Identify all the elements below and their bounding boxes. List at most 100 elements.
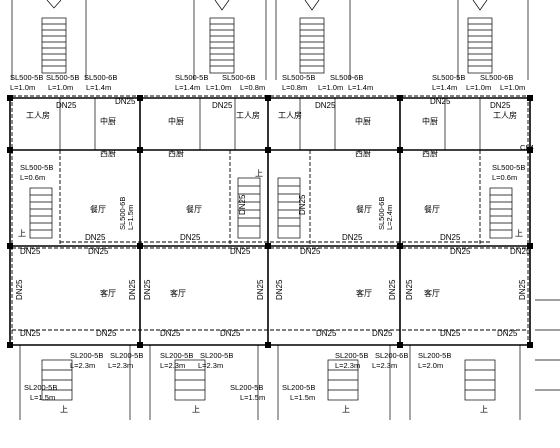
valve-label: SL200-5B bbox=[24, 383, 57, 392]
pipe-dn-label: DN25 bbox=[220, 329, 241, 338]
length-label: L=2.3m bbox=[70, 361, 95, 370]
pipe-dn-label: DN25 bbox=[115, 97, 136, 106]
pipe-labels: DN25 DN25 DN25 DN25 DN25 DN25 DN25 DN25 … bbox=[20, 97, 531, 338]
pipe-dn-label: DN25 bbox=[143, 279, 152, 300]
pipe-dn-label: DN25 bbox=[15, 279, 24, 300]
length-label: L=0.6m bbox=[492, 173, 517, 182]
stair-up: 上 bbox=[342, 405, 350, 414]
room-living: 客厅 bbox=[424, 288, 440, 298]
room-kitchen: 中厨 bbox=[355, 116, 371, 126]
stair-up: 上 bbox=[192, 405, 200, 414]
pipe-dn-label: DN25 bbox=[405, 279, 414, 300]
room-dining: 餐厅 bbox=[90, 205, 106, 214]
stair-up: 上 bbox=[60, 405, 68, 414]
top-stairs bbox=[11, 0, 529, 80]
valve-label: SL500-5B bbox=[10, 73, 43, 82]
length-label: L=2.3m bbox=[160, 361, 185, 370]
valve-label: SL200-5B bbox=[110, 351, 143, 360]
pipe-dn-label: DN25 bbox=[180, 233, 201, 242]
valve-label: SL200-5B bbox=[200, 351, 233, 360]
length-label: L=1.5m bbox=[30, 393, 55, 402]
length-label: L=1.4m bbox=[348, 83, 373, 92]
room-worker: 工人房 bbox=[236, 110, 260, 120]
pipe-dn-label: DN25 bbox=[490, 101, 511, 110]
pipe-dn-label: DN25 bbox=[300, 247, 321, 256]
length-label: L=0.8m bbox=[240, 83, 265, 92]
room-west-kitchen: 西厨 bbox=[422, 149, 438, 158]
length-label: L=1.0m bbox=[10, 83, 35, 92]
pipe-dn-label: DN25 bbox=[96, 329, 117, 338]
valve-label: SL500-6B bbox=[330, 73, 363, 82]
pipe-dn-label: DN25 bbox=[388, 279, 397, 300]
valve-label: SL500-6B bbox=[84, 73, 117, 82]
valve-label: SL200-5B bbox=[335, 351, 368, 360]
length-label: L=1.0m bbox=[318, 83, 343, 92]
valve-label: SL500-5B bbox=[46, 73, 79, 82]
right-grid-ticks bbox=[535, 299, 560, 391]
length-label: L=2.3m bbox=[335, 361, 360, 370]
pipe-dn-label: DN25 bbox=[315, 101, 336, 110]
length-label: L=1.5m bbox=[290, 393, 315, 402]
valve-label: SL500-5B bbox=[432, 73, 465, 82]
pipe-dn-label: DN25 bbox=[128, 279, 137, 300]
length-label: L=1.0m bbox=[206, 83, 231, 92]
length-label: L=1.4m bbox=[175, 83, 200, 92]
pipe-dn-label: DN25 bbox=[56, 101, 77, 110]
room-dining: 餐厅 bbox=[424, 205, 440, 214]
length-label: L=2.0m bbox=[418, 361, 443, 370]
valve-label: SL200-5B bbox=[418, 351, 451, 360]
pipe-dn-label: DN25 bbox=[430, 97, 451, 106]
room-west-kitchen: 西厨 bbox=[168, 149, 184, 158]
length-label: L=0.8m bbox=[282, 83, 307, 92]
stair-up: 上 bbox=[255, 169, 263, 178]
middle-valve-labels: SL500-5B L=0.6m SL500-5B L=0.6m SL500-6B… bbox=[20, 143, 534, 230]
pipe-dn-label: DN25 bbox=[518, 279, 527, 300]
valve-label: SL500-5B bbox=[175, 73, 208, 82]
length-label: L=1.4m bbox=[86, 83, 111, 92]
valve-label: SL500-6B bbox=[480, 73, 513, 82]
room-west-kitchen: 西厨 bbox=[355, 149, 371, 158]
valve-label: SL200-5B bbox=[282, 383, 315, 392]
pipe-dn-label: DN25 bbox=[372, 329, 393, 338]
pipe-dn-label: DN25 bbox=[212, 101, 233, 110]
length-label: L=1.0m bbox=[48, 83, 73, 92]
interior-stairs bbox=[29, 177, 513, 401]
columns bbox=[7, 95, 533, 348]
length-label: L=1.0m bbox=[500, 83, 525, 92]
length-label: L=1.4m bbox=[432, 83, 457, 92]
pipe-dn-label: DN25 bbox=[230, 247, 251, 256]
length-label: L=1.0m bbox=[466, 83, 491, 92]
pipe-dn-label: DN25 bbox=[440, 329, 461, 338]
length-label: L=0.6m bbox=[20, 173, 45, 182]
pipe-dn-label: DN25 bbox=[20, 329, 41, 338]
stair-up: 上 bbox=[515, 229, 523, 238]
vertical-pipe-labels: DN25 DN25 DN25 DN25 DN25 DN25 DN25 DN25 … bbox=[15, 194, 527, 300]
room-dining: 餐厅 bbox=[186, 205, 202, 214]
top-valve-labels: SL500-5B SL500-5B SL500-6B L=1.0m L=1.0m… bbox=[10, 73, 525, 92]
pipe-dn-label: DN25 bbox=[316, 329, 337, 338]
room-worker: 工人房 bbox=[278, 110, 302, 120]
length-label: L=2.4m bbox=[385, 205, 394, 230]
valve-label: SL500-6B bbox=[377, 197, 386, 230]
room-worker: 工人房 bbox=[493, 110, 517, 120]
room-west-kitchen: 西厨 bbox=[100, 149, 116, 158]
pipe-dn-label: DN25 bbox=[256, 279, 265, 300]
room-kitchen: 中厨 bbox=[422, 116, 438, 126]
pipe-dn-label: DN25 bbox=[160, 329, 181, 338]
pipe-dn-label: DN25 bbox=[275, 279, 284, 300]
exterior-walls bbox=[9, 97, 531, 420]
mark-cl4: CL4 bbox=[520, 143, 534, 152]
valve-label: SL200-5B bbox=[230, 383, 263, 392]
length-label: L=2.3m bbox=[198, 361, 223, 370]
valve-label: SL500-5B bbox=[20, 163, 53, 172]
valve-label: SL200-6B bbox=[375, 351, 408, 360]
length-label: L=2.3m bbox=[108, 361, 133, 370]
pipe-dn-label: DN25 bbox=[298, 194, 307, 215]
room-dining: 餐厅 bbox=[356, 205, 372, 214]
room-kitchen: 中厨 bbox=[100, 116, 116, 126]
room-living: 客厅 bbox=[356, 288, 372, 298]
pipe-dn-label: DN25 bbox=[88, 247, 109, 256]
valve-label: SL500-5B bbox=[282, 73, 315, 82]
valve-label: SL500-5B bbox=[492, 163, 525, 172]
length-label: L=2.3m bbox=[372, 361, 397, 370]
